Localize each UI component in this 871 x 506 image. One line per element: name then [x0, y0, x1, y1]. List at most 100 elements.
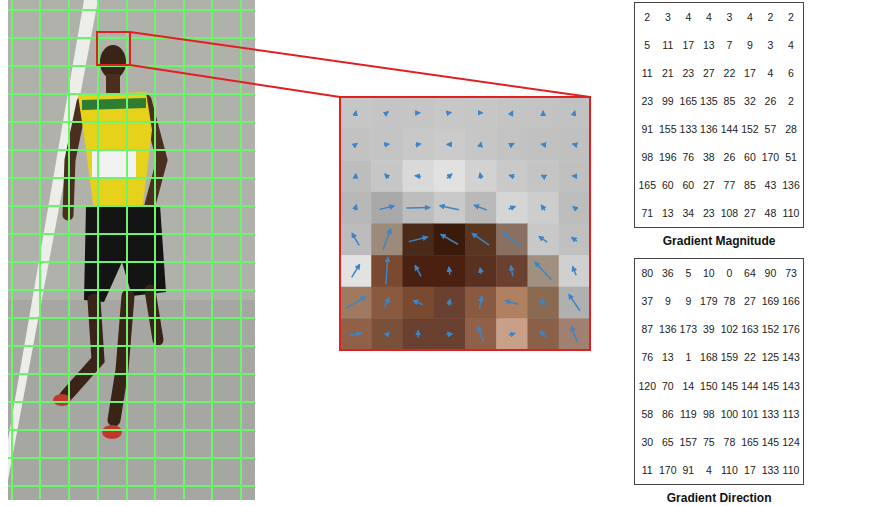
gradient-arrow — [503, 233, 520, 246]
table-cell: 17 — [740, 59, 761, 87]
gradient-arrow — [511, 111, 513, 114]
patch-pixel — [340, 192, 372, 224]
table-cell: 165 — [637, 171, 658, 199]
table-cell: 60 — [658, 171, 679, 199]
gradient-arrow — [385, 174, 389, 178]
table-cell: 48 — [760, 199, 781, 227]
gradient-arrow — [472, 233, 489, 245]
runner-photo — [8, 0, 255, 500]
patch-pixel — [528, 224, 560, 256]
patch-pixel — [465, 97, 497, 129]
zoomed-patch — [340, 97, 591, 351]
table-cell: 133 — [760, 456, 781, 484]
table-cell: 27 — [740, 199, 761, 227]
gradient-arrow — [383, 229, 391, 250]
patch-pixel — [434, 224, 466, 256]
table-cell: 70 — [658, 372, 679, 400]
gradient-arrow — [416, 143, 421, 145]
table-cell: 58 — [637, 400, 658, 428]
table-cell: 73 — [781, 259, 802, 287]
table-cell: 2 — [781, 3, 802, 31]
patch-pixel — [559, 287, 591, 319]
gradient-arrow — [449, 300, 451, 306]
patch-pixel — [496, 192, 528, 224]
table-cell: 165 — [678, 87, 699, 115]
patch-pixel — [496, 318, 528, 350]
table-cell: 1 — [678, 343, 699, 371]
patch-pixel — [528, 160, 560, 192]
gradient-arrow — [573, 111, 575, 114]
gradient-arrow — [540, 300, 547, 305]
table-cell: 0 — [719, 259, 740, 287]
gradient-arrow — [542, 175, 545, 177]
patch-pixel — [434, 97, 466, 129]
table-cell: 3 — [658, 3, 679, 31]
gradient-arrow — [380, 206, 395, 209]
table-cell: 196 — [658, 143, 679, 171]
patch-pixel — [403, 97, 435, 129]
patch-pixel — [340, 318, 372, 350]
patch-pixel — [496, 97, 528, 129]
gradient-arrow — [479, 112, 482, 114]
gradient-arrow — [449, 267, 450, 275]
table-cell: 30 — [637, 428, 658, 456]
gradient-arrow — [385, 298, 389, 307]
table-cell: 76 — [637, 343, 658, 371]
table-cell: 110 — [719, 456, 740, 484]
patch-border — [340, 97, 590, 350]
table-cell: 90 — [760, 259, 781, 287]
gradient-arrow — [505, 301, 518, 304]
value-table: 2344342251117137934112123272217462399165… — [634, 2, 804, 248]
gradient-arrow — [354, 143, 357, 145]
table-cell: 36 — [658, 259, 679, 287]
patch-pixel — [371, 129, 403, 161]
gradient-arrow — [346, 297, 366, 309]
table-cell: 136 — [781, 171, 802, 199]
table-cell: 23 — [699, 199, 720, 227]
patch-pixel — [465, 192, 497, 224]
patch-pixel — [403, 160, 435, 192]
table-cell: 86 — [658, 400, 679, 428]
gradient-arrow — [573, 175, 577, 177]
table-cell: 163 — [740, 315, 761, 343]
patch-pixel — [528, 287, 560, 319]
patch-pixel — [434, 318, 466, 350]
table-cell: 17 — [740, 456, 761, 484]
gradient-arrow — [480, 173, 481, 179]
table-cell: 155 — [658, 115, 679, 143]
table-caption: Gradient Magnitude — [634, 234, 804, 248]
patch-pixel — [496, 129, 528, 161]
table-cell: 2 — [760, 3, 781, 31]
gradient-arrow — [385, 143, 389, 145]
gradient-arrow — [509, 206, 515, 209]
table-cell: 13 — [658, 199, 679, 227]
patch-pixel — [371, 224, 403, 256]
patch-pixel — [340, 224, 372, 256]
gradient-arrow — [386, 257, 388, 284]
gradient-arrow — [542, 111, 544, 114]
table-grid: 2344342251117137934112123272217462399165… — [634, 2, 804, 228]
table-cell: 159 — [719, 343, 740, 371]
patch-pixel — [528, 129, 560, 161]
table-cell: 78 — [719, 287, 740, 315]
table-cell: 4 — [760, 59, 781, 87]
patch-pixel — [403, 287, 435, 319]
table-cell: 17 — [678, 31, 699, 59]
patch-pixel — [434, 192, 466, 224]
gradient-arrow — [540, 331, 546, 337]
patch-pixel — [528, 318, 560, 350]
patch-pixel — [340, 160, 372, 192]
table-cell: 170 — [658, 456, 679, 484]
table-cell: 51 — [781, 143, 802, 171]
table-cell: 143 — [781, 372, 802, 400]
cell-grid — [8, 0, 255, 500]
gradient-arrow — [509, 333, 515, 335]
table-cell: 120 — [637, 372, 658, 400]
gradient-arrow — [386, 112, 389, 114]
table-cell: 143 — [781, 343, 802, 371]
patch-pixel — [496, 160, 528, 192]
table-cell: 157 — [678, 428, 699, 456]
patch-pixel — [528, 255, 560, 287]
table-cell: 85 — [719, 87, 740, 115]
table-cell: 110 — [781, 199, 802, 227]
